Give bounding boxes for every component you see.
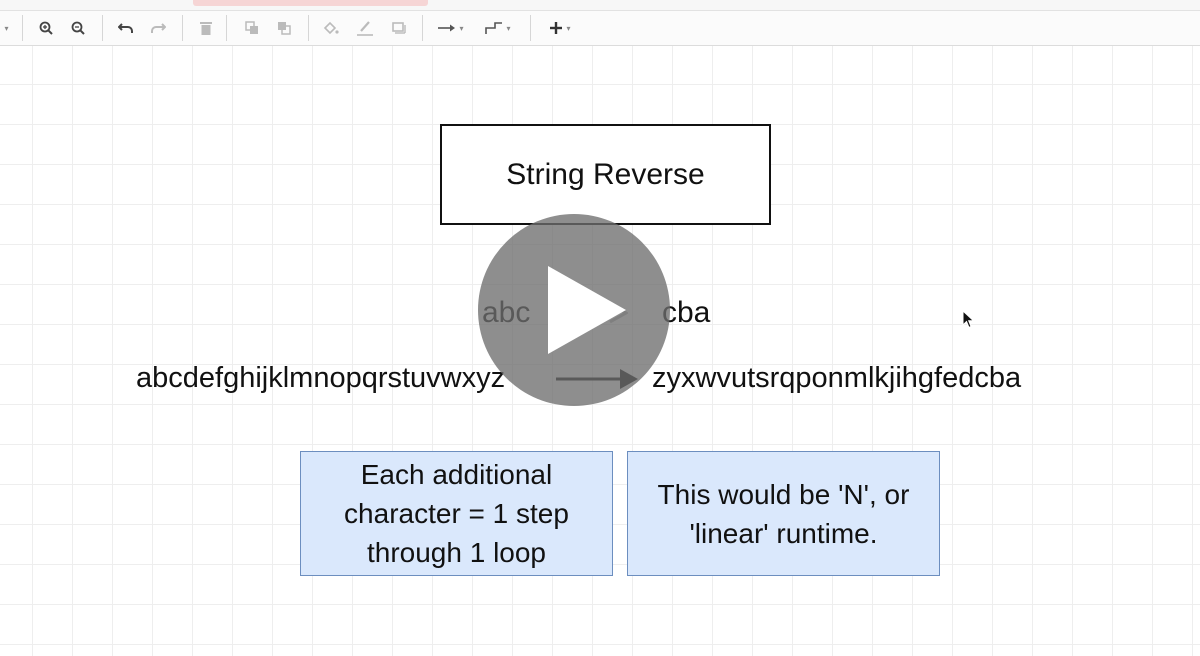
to-back-icon[interactable] [274, 17, 294, 39]
note-left-text: Each additional character = 1 step throu… [344, 459, 569, 568]
zoom-in-icon[interactable] [36, 17, 56, 39]
delete-icon[interactable] [196, 17, 216, 39]
chevron-down-icon[interactable]: ▾ [4, 23, 9, 33]
to-front-icon[interactable] [242, 17, 262, 39]
shadow-icon[interactable] [388, 17, 410, 39]
undo-icon[interactable] [116, 17, 136, 39]
toolbar-separator [182, 15, 183, 41]
zoom-out-icon[interactable] [68, 17, 88, 39]
toolbar-separator [226, 15, 227, 41]
small-output-text[interactable]: cba [662, 296, 711, 329]
toolbar-separator [308, 15, 309, 41]
long-input-text[interactable]: abcdefghijklmnopqrstuvwxyz [136, 362, 506, 394]
play-icon [548, 266, 626, 354]
toolbar-separator [530, 15, 531, 41]
menu-bar [0, 0, 1200, 11]
play-button[interactable] [478, 214, 670, 406]
highlighted-tab[interactable] [193, 0, 428, 6]
line-color-icon[interactable] [354, 17, 376, 39]
title-label: String Reverse [506, 157, 705, 191]
note-right[interactable]: This would be 'N', or 'linear' runtime. [627, 451, 940, 576]
note-left[interactable]: Each additional character = 1 step throu… [300, 451, 613, 576]
long-output-text[interactable]: zyxwvutsrqponmlkjihgfedcba [652, 362, 1022, 394]
toolbar-separator [22, 15, 23, 41]
title-box[interactable]: String Reverse [440, 124, 771, 225]
toolbar: ▾ ▾ ▾ ▾ [0, 11, 1200, 46]
fill-color-icon[interactable] [320, 17, 342, 39]
insert-icon[interactable]: ▾ [550, 22, 571, 34]
diagram-canvas[interactable]: String Reverse abc cba abcdefghijklmnopq… [0, 46, 1200, 656]
waypoints-icon[interactable]: ▾ [480, 17, 516, 39]
mouse-cursor-icon [962, 310, 975, 329]
note-right-text: This would be 'N', or 'linear' runtime. [657, 478, 910, 549]
toolbar-separator [422, 15, 423, 41]
connection-icon[interactable]: ▾ [434, 17, 468, 39]
redo-icon[interactable] [148, 17, 168, 39]
toolbar-separator [102, 15, 103, 41]
